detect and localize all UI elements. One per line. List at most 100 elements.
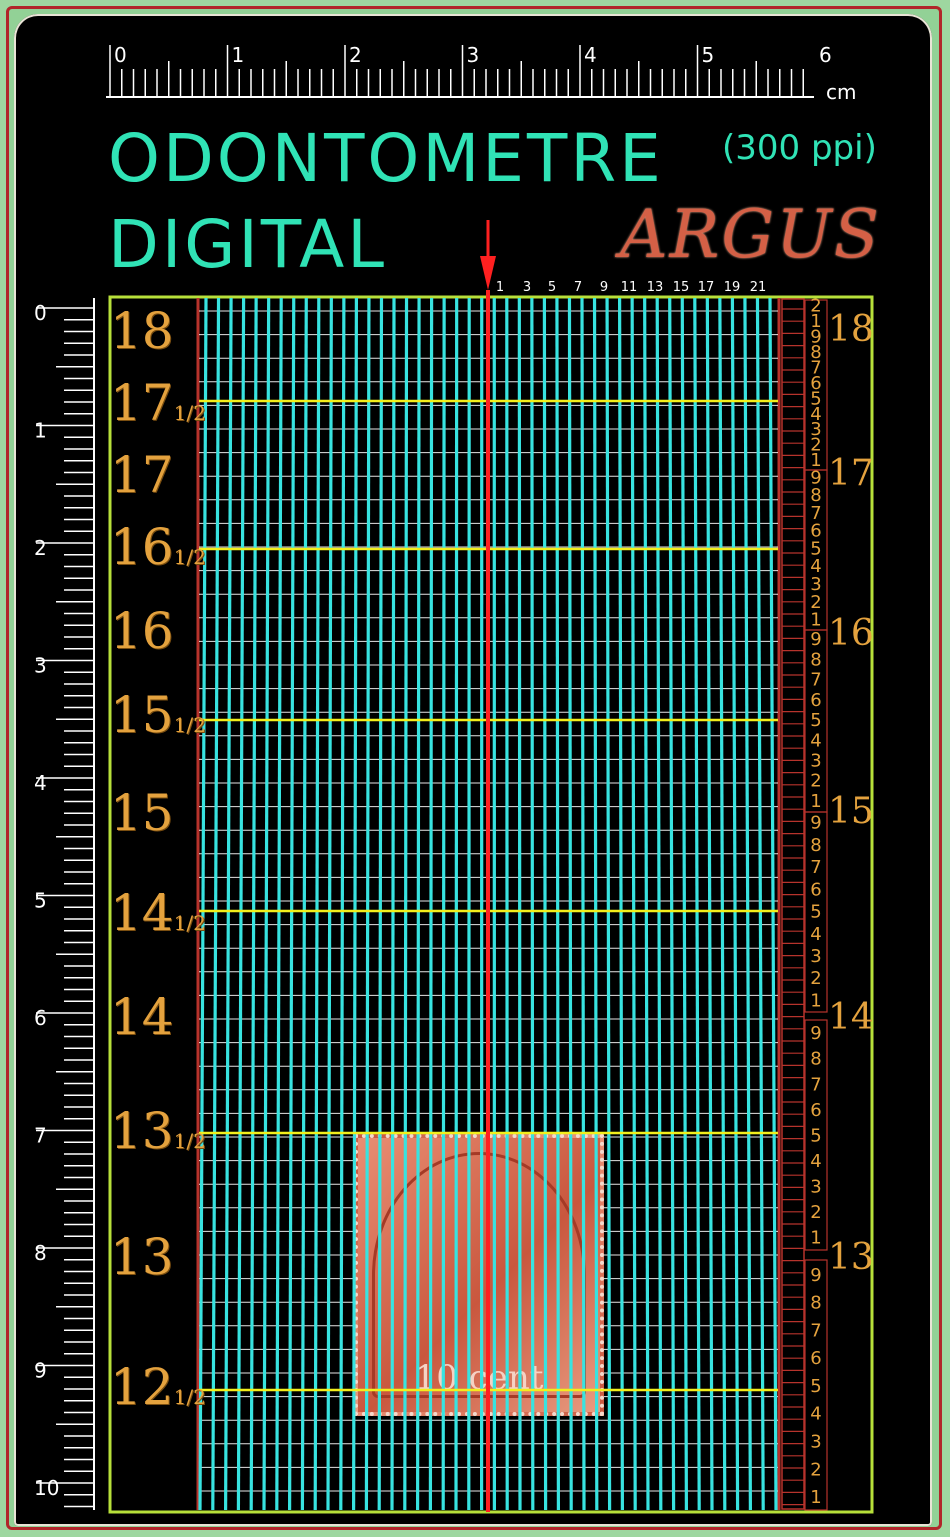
gauge-line [768,297,778,1511]
gauge-line [211,297,221,1511]
gauge-label-left: 15 [110,788,174,838]
gauge-line [517,297,522,1511]
gauge-line [224,297,233,1511]
ladder-digit: 2 [810,968,821,989]
left-ruler-label: 10 [34,1476,59,1500]
left-ruler-label: 8 [34,1241,47,1265]
left-ruler-label: 7 [34,1124,47,1148]
ladder-digit: 9 [810,629,821,650]
ladder-digit: 2 [810,296,821,317]
gauge-line [262,297,271,1511]
title-odontometre: ODONTOMETRE [108,120,664,197]
ladder-digit: 7 [810,503,821,524]
ladder-digit: 8 [810,342,821,363]
gauge-line [403,297,409,1511]
ladder-digit: 2 [810,1459,821,1480]
ladder-digit: 5 [810,710,821,731]
ladder-digit: 5 [810,1376,821,1397]
ladder-digit: 8 [810,1293,821,1314]
gauge-line [390,297,396,1511]
ladder-digit: 7 [810,670,821,691]
gauge-line [339,297,346,1511]
column-number: 15 [673,280,690,295]
ladder-digit: 7 [810,857,821,878]
gauge-label-right: 18 [828,309,874,350]
ladder-digit: 7 [810,357,821,378]
gauge-line [755,297,765,1511]
gauge-line [249,297,258,1511]
gauge-label-left: 13 [110,1232,174,1282]
gauge-whole: 14 [110,988,174,1046]
resolution-label: (300 ppi) [722,128,877,168]
gauge-line [352,297,358,1511]
ladder-digit: 3 [810,419,821,440]
column-number: 5 [548,280,556,295]
gauge-label-left: 161/2 [110,522,206,572]
gauge-line [454,297,459,1511]
left-ruler-label: 3 [34,654,47,678]
gauge-whole: 18 [110,302,174,360]
title-digital: DIGITAL [108,206,388,283]
gauge-label-left: 14 [110,992,174,1042]
ladder-digit: 9 [810,1265,821,1286]
ladder-digit: 2 [810,771,821,792]
ladder-digit: 1 [810,311,821,332]
left-ruler-label: 4 [34,771,47,795]
ladder-digit: 1 [810,610,821,631]
gauge-line [300,297,308,1511]
ladder-segment [804,811,828,1013]
left-ruler-label: 5 [34,889,47,913]
ladder-digit: 6 [810,373,821,394]
ladder-digit: 7 [810,1074,821,1095]
gauge-line [705,297,714,1511]
gauge-line [592,297,599,1511]
gauge-label-left: 131/2 [110,1106,206,1156]
column-number: 9 [600,280,608,295]
top-ruler-label: 2 [349,43,362,67]
gauge-line [364,297,371,1511]
ladder-digit: 6 [810,1100,821,1121]
ladder-digit: 5 [810,538,821,559]
ladder-digit: 6 [810,879,821,900]
ladder-digit: 9 [810,813,821,834]
gauge-line [555,297,561,1511]
argus-brand: ARGUS [620,196,881,273]
left-ruler-label: 6 [34,1006,47,1030]
gauge-label-left: 141/2 [110,888,206,938]
ladder-digit: 2 [810,1202,821,1223]
measure-frame [108,295,874,1514]
ladder-digit: 5 [810,388,821,409]
gauge-label-left: 171/2 [110,378,206,428]
left-ruler-label: 0 [34,301,47,325]
gauge-line [198,297,208,1511]
ladder-digit: 4 [810,1404,821,1425]
ladder-digit: 1 [810,1228,821,1249]
gauge-line [743,297,753,1511]
gauge-line [530,297,535,1511]
top-ruler-label: 0 [114,43,127,67]
gauge-whole: 16 [110,518,174,576]
ladder-digit: 9 [810,1023,821,1044]
left-ruler-label: 2 [34,536,47,560]
gauge-half: 1/2 [173,911,206,935]
gauge-whole: 12 [110,1358,174,1416]
ladder-digit: 1 [810,450,821,471]
gauge-half: 1/2 [173,713,206,737]
ladder-digit: 2 [810,435,821,456]
gauge-line [441,297,446,1511]
gauge-whole: 15 [110,784,174,842]
gauge-whole: 17 [110,446,174,504]
gauge-line [275,297,283,1511]
ladder-digit: 8 [810,649,821,670]
column-number: 13 [647,280,664,295]
gauge-line [377,297,384,1511]
gauge-line [605,297,612,1511]
ladder-digit: 3 [810,1432,821,1453]
ladder-digit: 9 [810,467,821,488]
top-ruler-label: 3 [467,43,480,67]
ladder-digit: 1 [810,990,821,1011]
gauge-label-left: 18 [110,306,174,356]
gauge-line [416,297,421,1511]
column-number: 7 [574,280,582,295]
ruler-unit-label: cm [826,80,857,104]
